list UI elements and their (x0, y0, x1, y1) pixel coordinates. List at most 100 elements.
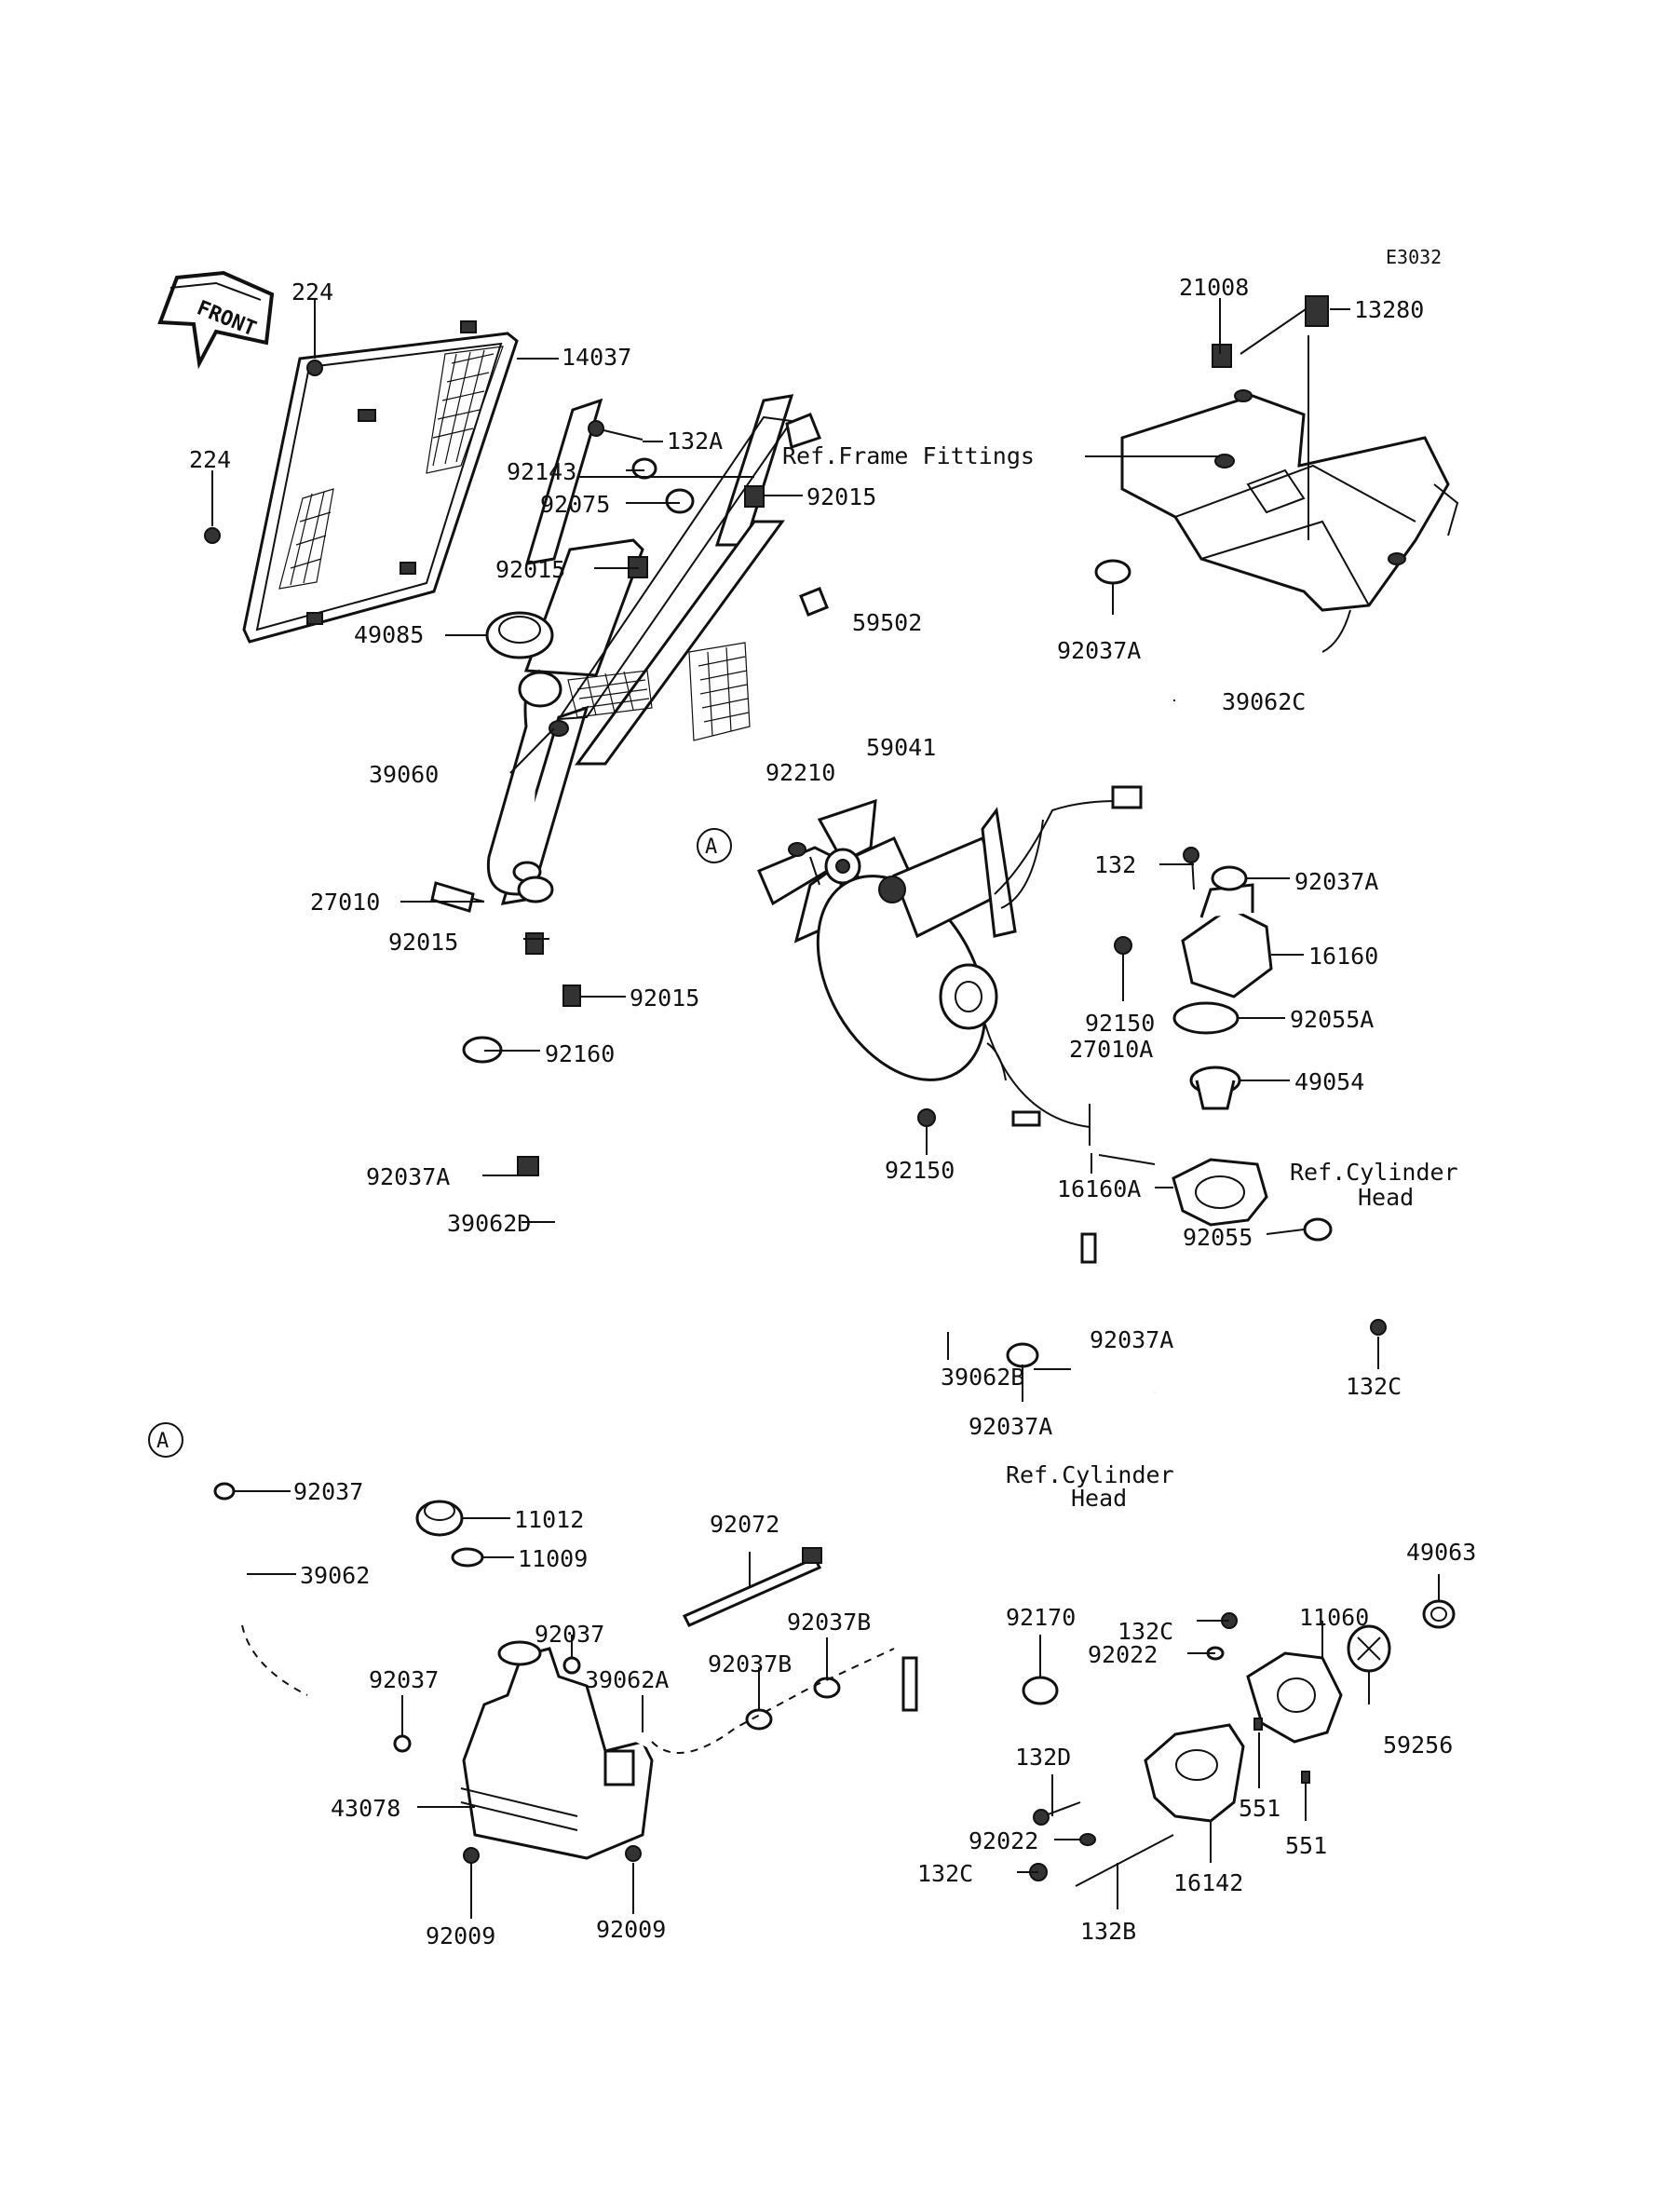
bolt-132D (1033, 1801, 1081, 1826)
hose-39062D (532, 1179, 1028, 1727)
label-92022-lower: 92022 (969, 1827, 1038, 1854)
collar-92143 (631, 457, 657, 480)
label-92009-left: 92009 (426, 1922, 495, 1949)
bolt-92009-left (463, 1847, 480, 1864)
label-43078: 43078 (331, 1795, 400, 1822)
label-92015-top: 92015 (806, 483, 876, 510)
label-59502: 59502 (852, 609, 922, 636)
label-92055A: 92055A (1290, 1006, 1374, 1033)
svg-text:A: A (156, 1430, 169, 1453)
leader-lines (211, 298, 1440, 1919)
clamp-92037B-left (745, 1708, 773, 1731)
clip-92015-low-a (525, 932, 544, 955)
hose-39062B (927, 1243, 1307, 1353)
label-16160A: 16160A (1057, 1175, 1141, 1202)
label-16142: 16142 (1173, 1869, 1243, 1896)
label-92037A-4: 92037A (1090, 1326, 1173, 1353)
bolt-224-left (204, 475, 221, 544)
label-ref-cylinder-head-1: Ref.Cylinder (1290, 1159, 1458, 1186)
label-92037B-left: 92037B (708, 1650, 792, 1677)
tie-band-92072 (682, 1547, 822, 1627)
label-27010: 27010 (310, 889, 380, 916)
label-11060: 11060 (1299, 1604, 1369, 1631)
label-92015-low-a: 92015 (388, 929, 458, 956)
clamp-92037A-left (517, 1156, 539, 1176)
clip-92015-low-b (562, 985, 581, 1007)
hose-39062C (1118, 584, 1383, 860)
label-92072: 92072 (710, 1511, 779, 1538)
label-39062D: 39062D (447, 1210, 531, 1237)
pin-551-a (1253, 1718, 1263, 1731)
thermostat-49054 (1189, 1066, 1241, 1110)
label-11009: 11009 (518, 1545, 588, 1572)
label-92143: 92143 (507, 458, 576, 485)
label-92150-lower: 92150 (885, 1157, 955, 1184)
bolt-92210 (788, 842, 806, 857)
pipe-fitting (1045, 1365, 1162, 1443)
label-92160: 92160 (545, 1040, 615, 1067)
label-551-a: 551 (1239, 1795, 1280, 1822)
label-92037A-3: 92037A (366, 1163, 450, 1190)
fan-motor-59502 (816, 807, 1017, 1081)
label-132C-lower: 132C (917, 1860, 973, 1887)
washer-92022-lower (1079, 1833, 1096, 1846)
radiator-cap (485, 611, 554, 659)
fan-wire-connector (984, 785, 1143, 1128)
label-13280: 13280 (1354, 296, 1424, 323)
label-49063: 49063 (1406, 1539, 1476, 1566)
bolt-224-top (306, 307, 323, 376)
dashed-route-center (651, 1648, 895, 1754)
reference-circle-a-upper: A (697, 828, 732, 863)
label-92009-right: 92009 (596, 1916, 666, 1943)
label-92150-upper: 92150 (1085, 1010, 1155, 1037)
clip-92037-top (213, 1482, 236, 1501)
label-39062C: 39062C (1222, 688, 1306, 715)
connector-fitting (1080, 1232, 1097, 1264)
label-16160: 16160 (1308, 943, 1378, 970)
diagram-code: E3032 (1386, 246, 1442, 268)
label-224-left: 224 (189, 446, 231, 473)
clip-92015-top (744, 485, 765, 508)
holder-21008 (1212, 344, 1232, 368)
label-59041: 59041 (866, 734, 936, 761)
label-ref-cylinder-head-1b: Head (1358, 1184, 1414, 1211)
label-59256: 59256 (1383, 1731, 1453, 1759)
label-21008: 21008 (1179, 274, 1249, 301)
label-92210: 92210 (765, 759, 835, 786)
label-92015-low-b: 92015 (630, 985, 699, 1012)
reference-circle-a-lower: A (148, 1422, 183, 1458)
hose-overflow-end (901, 1656, 918, 1712)
clamp-92170 (1022, 1676, 1059, 1705)
label-92037A-2: 92037A (1294, 868, 1378, 895)
label-ref-cylinder-head-2: Ref.Cylinder (1006, 1461, 1174, 1488)
bolt-92009-right (625, 1845, 642, 1862)
radiator-screen (242, 320, 519, 644)
hose-short-left (323, 1704, 382, 1737)
hose-39062A (599, 1717, 655, 1748)
label-132B: 132B (1080, 1918, 1136, 1945)
reservoir-tank (460, 1640, 654, 1860)
relay-13280 (1305, 295, 1329, 327)
cylinder-head-pipe (1293, 1240, 1464, 1336)
label-ref-cylinder-head-2b: Head (1071, 1485, 1127, 1512)
clamp-92037A-upper (1094, 559, 1131, 585)
bolt-132A (588, 420, 644, 441)
label-92037A-1: 92037A (1057, 637, 1141, 664)
dashed-route-left (241, 1624, 308, 1696)
bolt-132 (1183, 847, 1199, 890)
label-92022-upper: 92022 (1088, 1641, 1158, 1668)
label-11012: 11012 (514, 1506, 584, 1533)
label-92037-mid: 92037 (369, 1666, 439, 1693)
front-arrow-icon: FRONT (157, 270, 275, 370)
grommet-92075 (665, 488, 695, 514)
label-49085: 49085 (354, 621, 424, 648)
svg-text:A: A (705, 835, 717, 859)
bolt-92150-upper (1114, 936, 1132, 955)
label-92037-top: 92037 (293, 1478, 363, 1505)
label-39062A: 39062A (585, 1666, 669, 1693)
housing-cover-16160 (1181, 883, 1273, 998)
clip-92037-mid (393, 1734, 412, 1753)
label-39062: 39062 (300, 1562, 370, 1589)
